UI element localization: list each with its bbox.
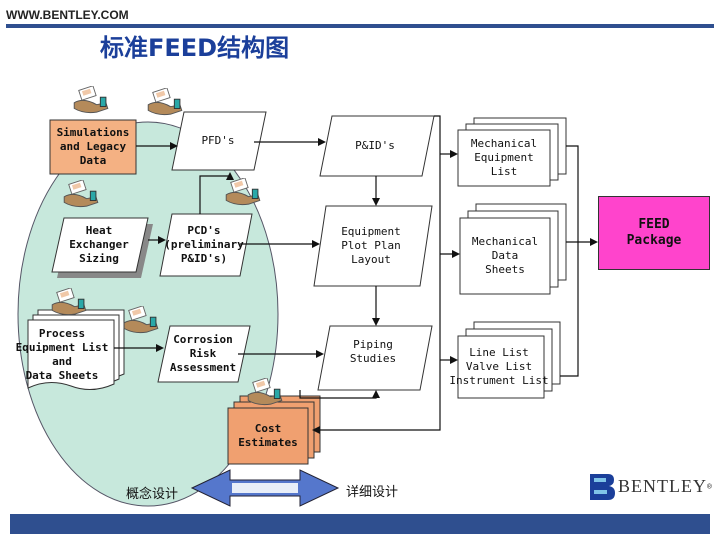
registered-mark: ® bbox=[706, 482, 712, 491]
bentley-logo-mark bbox=[590, 474, 615, 500]
pcds-box[interactable] bbox=[159, 213, 253, 277]
piping-box[interactable] bbox=[317, 325, 433, 391]
bottom-rule bbox=[10, 514, 710, 534]
process-equipment-list-label: Process Equipment List and Data Sheets bbox=[15, 327, 109, 382]
heat-exchanger-label: Heat Exchanger Sizing bbox=[69, 224, 129, 265]
cost-estimates-label: Cost Estimates bbox=[238, 422, 298, 449]
feed-package-box[interactable]: FEED Package bbox=[598, 196, 710, 270]
mech-equipment-list-label: Mechanical Equipment List bbox=[470, 137, 538, 178]
connector-line bbox=[199, 172, 234, 214]
page-title: 标准FEED结构图 bbox=[100, 34, 290, 62]
bentley-logo[interactable]: BENTLEY ® bbox=[618, 476, 712, 497]
line-list-doc[interactable] bbox=[457, 335, 545, 399]
pfds-label: PFD's bbox=[201, 134, 235, 147]
corrosion-box[interactable] bbox=[157, 325, 251, 383]
simulations-label: Simulations and Legacy Data bbox=[56, 126, 130, 167]
pcds-label: PCD's (preliminary P&ID's) bbox=[164, 224, 244, 265]
mech-data-sheets-doc[interactable] bbox=[459, 217, 551, 295]
pfds-box[interactable] bbox=[171, 111, 267, 171]
hand-document-icon bbox=[73, 86, 109, 114]
cost-estimates-doc[interactable] bbox=[227, 407, 309, 465]
conceptual-phase-label: 概念设计 bbox=[126, 487, 179, 502]
process-equipment-list-doc[interactable] bbox=[27, 319, 115, 390]
site-url[interactable]: WWW.BENTLEY.COM bbox=[6, 8, 129, 22]
equipment-plot-plan-box[interactable] bbox=[313, 205, 433, 287]
connector-line bbox=[312, 115, 441, 434]
connector-line bbox=[299, 390, 380, 399]
line-list-label: Line List Valve List Instrument List bbox=[449, 346, 549, 387]
pids-label: P&ID's bbox=[355, 139, 395, 152]
heat-exchanger-box[interactable] bbox=[51, 217, 149, 273]
hand-document-icon bbox=[147, 88, 183, 116]
simulations-box[interactable] bbox=[49, 119, 137, 175]
detailed-phase-label: 详细设计 bbox=[346, 485, 399, 500]
top-rule bbox=[6, 24, 714, 28]
mech-data-sheets-label: Mechanical Data Sheets bbox=[471, 235, 539, 276]
corrosion-label: Corrosion Risk Assessment bbox=[169, 333, 237, 374]
piping-label: Piping Studies bbox=[349, 338, 397, 365]
pids-box[interactable] bbox=[319, 115, 435, 177]
equipment-plot-plan-label: Equipment Plot Plan Layout bbox=[341, 225, 401, 266]
bentley-logo-word: BENTLEY bbox=[618, 476, 707, 496]
mech-equipment-list-doc[interactable] bbox=[457, 129, 551, 187]
connector-line bbox=[560, 145, 579, 377]
